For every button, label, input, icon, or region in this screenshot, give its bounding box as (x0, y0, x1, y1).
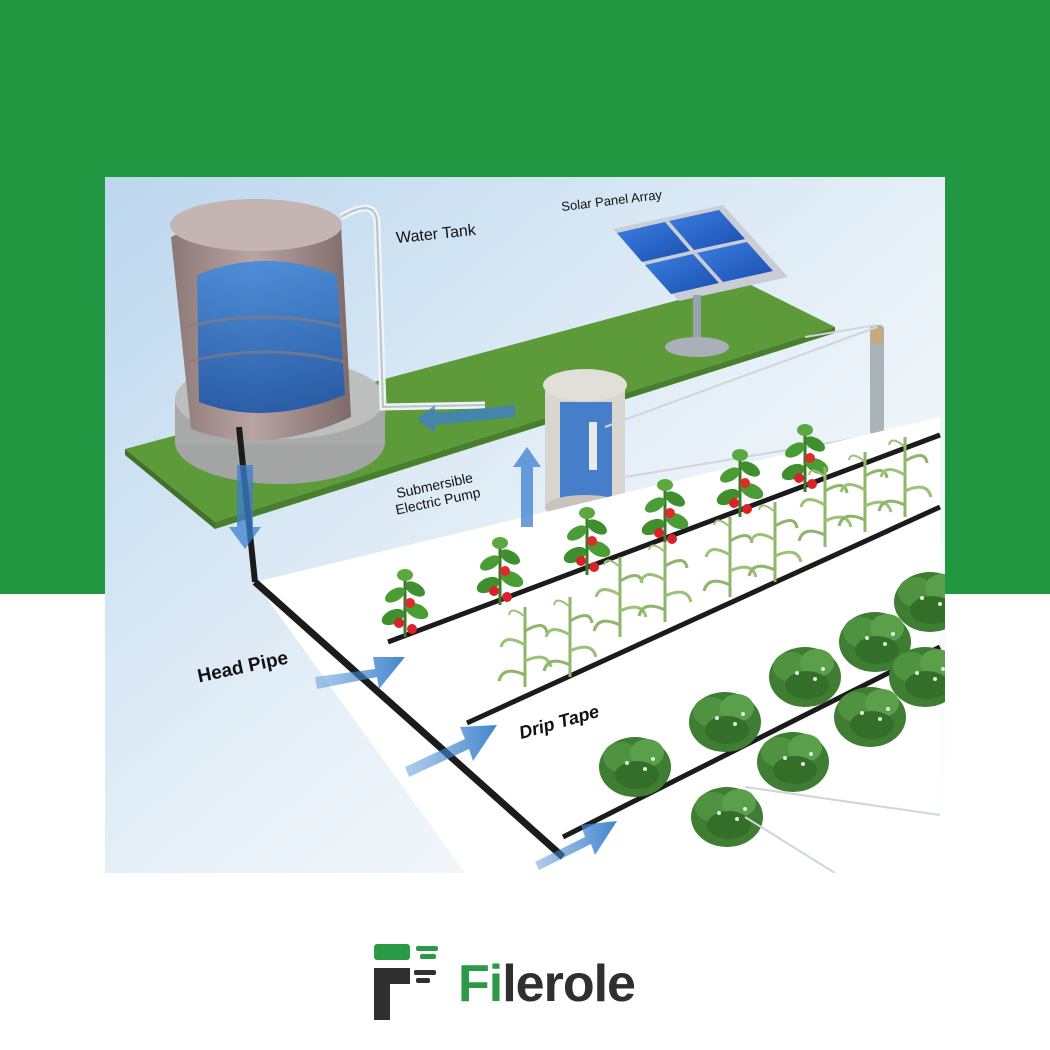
pump-detail (604, 324, 884, 478)
diagram-illustration (105, 177, 945, 873)
drip-tape-2 (465, 504, 942, 726)
flow-arrows (229, 405, 617, 870)
filerole-logo-icon (374, 944, 438, 1020)
brand-name: Filerole (458, 954, 636, 1014)
brand-logo: Filerole (372, 940, 692, 1024)
brand-name-part1: Fi (458, 955, 503, 1013)
head-pipe (252, 579, 566, 860)
irrigation-diagram: Water Tank Solar Panel Array Submersible… (105, 177, 945, 873)
solar-panel-array (613, 205, 788, 357)
brand-name-part2: lerole (502, 955, 636, 1013)
water-tank (170, 199, 385, 484)
